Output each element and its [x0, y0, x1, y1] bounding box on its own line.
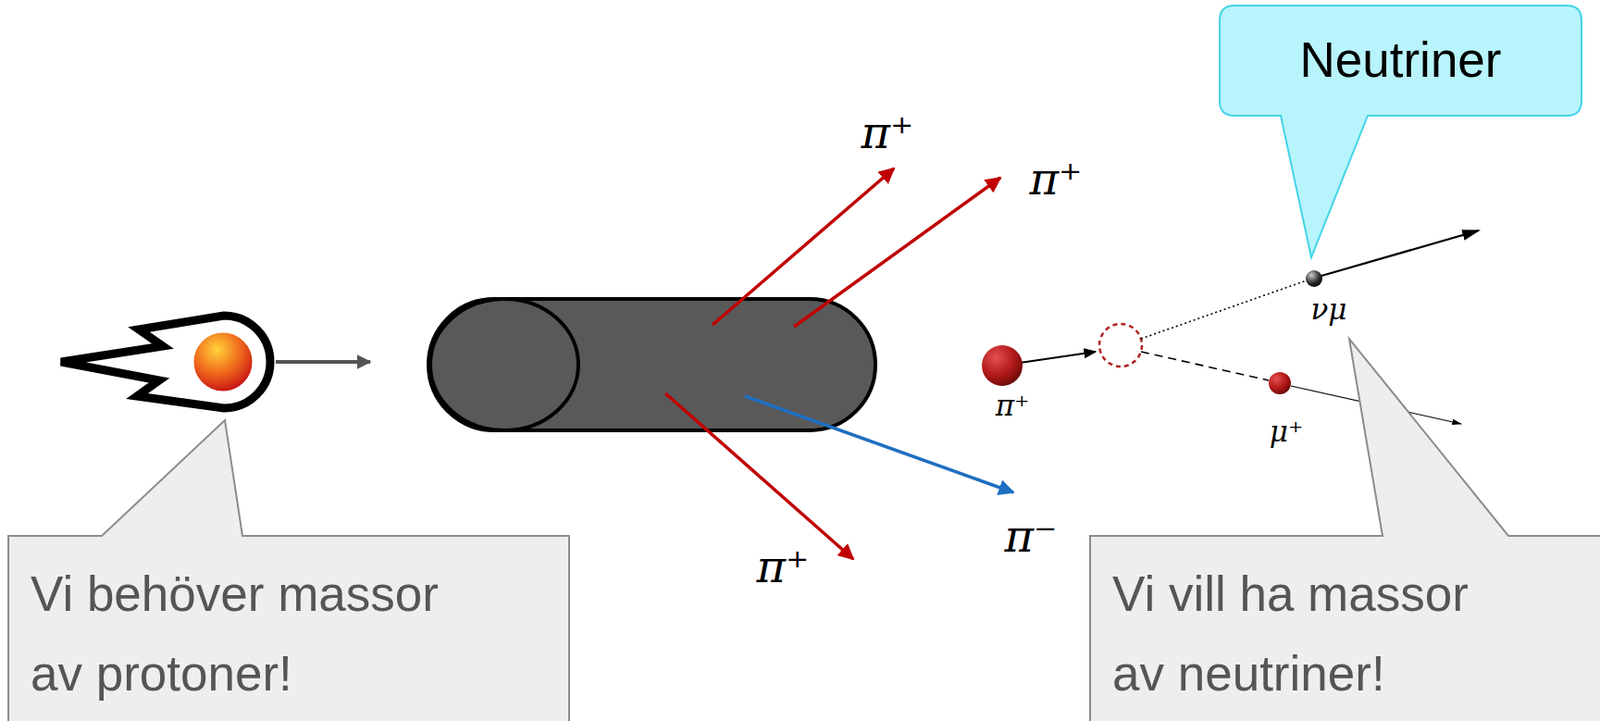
neutrino-callout: Neutriner: [1219, 5, 1582, 116]
target-cylinder: [428, 298, 876, 431]
callout-text: Neutriner: [1300, 33, 1502, 87]
pion-track: [793, 177, 1001, 327]
proton-comet: [61, 315, 271, 409]
neutrino-wish-callout: Vi vill ha massor av neutriner!: [1090, 535, 1600, 721]
pion-label: π⁺: [756, 544, 810, 589]
muon-label: μ⁺: [1269, 417, 1304, 447]
pion-label: π⁺: [1029, 156, 1083, 201]
pion-label: π⁺: [995, 391, 1030, 421]
pion-track: [665, 393, 854, 559]
pion-label: π⁺: [861, 110, 915, 155]
pion-track: [712, 168, 894, 325]
callout-text: Vi behöver massor av protoner!: [30, 554, 466, 714]
callout-outline: [1219, 5, 1582, 258]
callout-text: Vi vill ha massor av neutriner!: [1112, 554, 1511, 714]
pion-label: π⁻: [1004, 513, 1058, 559]
callout-outline: [1090, 338, 1600, 721]
pion-decay: [981, 230, 1479, 424]
pion-track: [744, 396, 1014, 493]
callout-outline: [8, 420, 570, 721]
neutrino-label: νμ: [1311, 295, 1348, 324]
proton-callout: Vi behöver massor av protoner!: [8, 535, 570, 721]
proton-arrow: [275, 359, 371, 364]
